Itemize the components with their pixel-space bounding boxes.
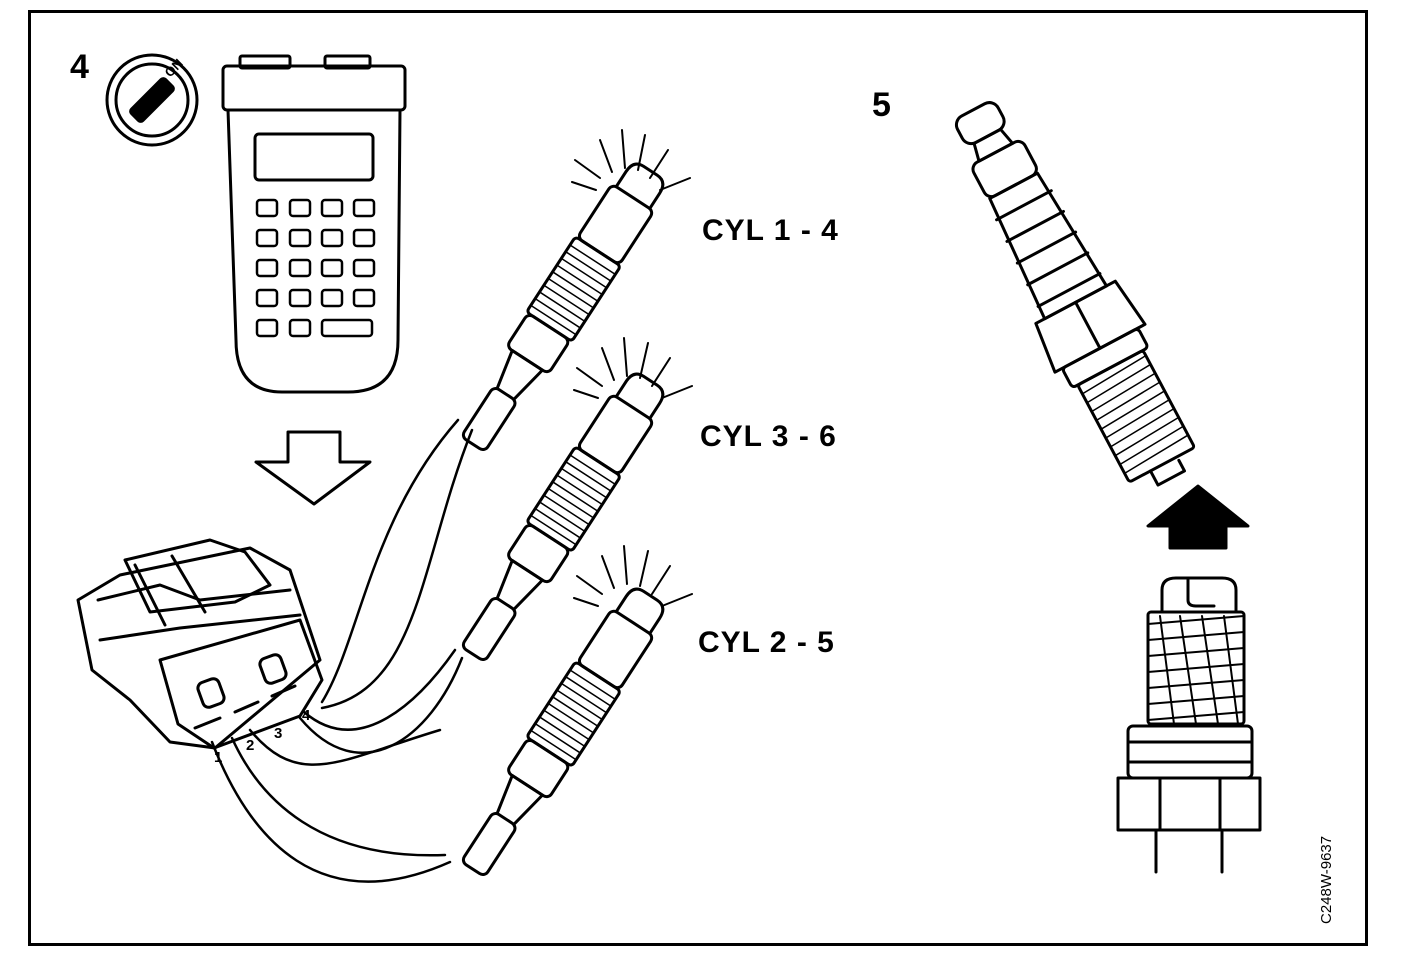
cylinder-label: CYL 1 - 4 [702,214,839,247]
figure-frame [28,10,1368,946]
ignition-switch-icon: ON [105,53,199,147]
test-lamp-cyl-1-4 [461,129,691,452]
test-lead-wires [210,418,474,883]
cylinder-label: CYL 2 - 5 [698,626,835,659]
pin-number: 3 [274,725,282,742]
spark-plug-icon [954,101,1196,487]
cylinder-label: CYL 3 - 6 [700,420,837,453]
up-arrow-icon [1146,484,1250,550]
test-lamp-cyl-3-6 [461,337,693,662]
step-number-5: 5 [872,86,891,124]
step-number-4: 4 [70,48,89,86]
test-lamp-cyl-2-5 [461,545,693,877]
scan-tool-icon [221,54,407,394]
light-rays-icon [571,129,691,191]
figure-code: C248W-9637 [1318,835,1335,924]
down-arrow-icon [254,430,372,506]
pin-number: 2 [246,737,254,754]
switch-on-label: ON [162,56,186,80]
small-spark-plug-icon [1116,576,1262,874]
connector-plug [76,538,324,750]
